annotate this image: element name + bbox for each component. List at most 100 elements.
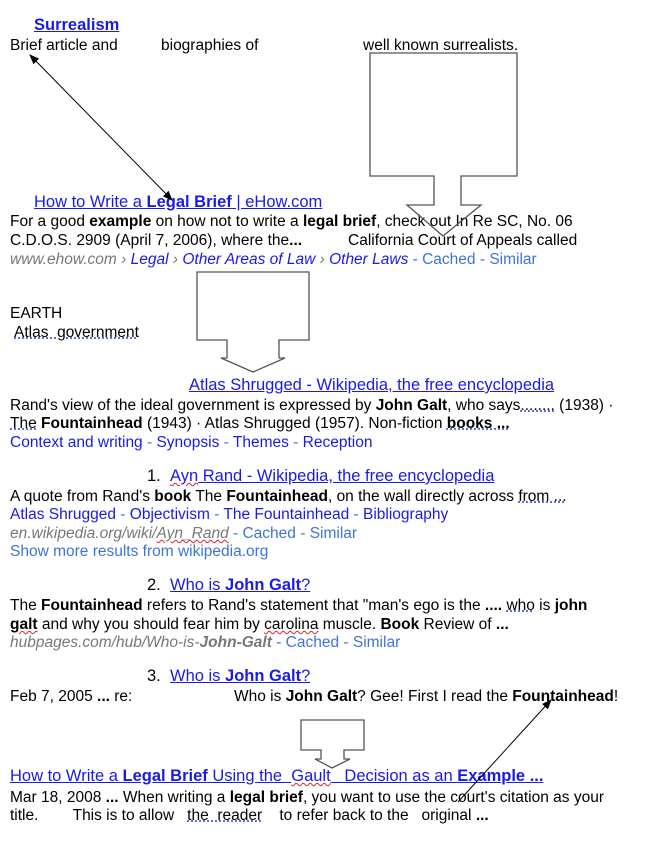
atlas-shrugged-title-link[interactable]: Atlas Shrugged - Wikipedia, the free enc… [189,376,554,394]
text-segment[interactable]: Show more results from wikipedia.org [10,543,269,560]
text-segment[interactable]: Rand - Wikipedia, the free encyclopedia [198,467,495,485]
text-segment: ... [97,688,110,705]
text-segment: , on the wall directly across [327,488,519,505]
atlas-sitelinks[interactable]: Context and writing - Synopsis - Themes … [10,434,372,452]
text-segment: ... [289,232,303,249]
text-segment: EARTH [10,305,63,322]
text-segment[interactable]: Themes [232,434,289,451]
text-segment[interactable]: - [116,506,130,523]
text-segment[interactable]: | eHow.com [231,193,323,211]
text-segment[interactable]: Ayn [170,467,199,485]
text-segment[interactable]: Using the [207,767,292,785]
text-segment[interactable]: Legal [130,251,169,268]
text-segment: carolina [264,616,319,633]
text-segment[interactable]: The Fountainhead [223,506,350,523]
text-segment[interactable]: ? [301,667,311,685]
atlas-snippet-line1: Rand's view of the ideal government is e… [10,397,613,415]
ayn-rand-title-link[interactable]: Ayn Rand - Wikipedia, the free encyclope… [170,467,494,485]
text-segment[interactable]: Decision as an [330,767,458,785]
text-segment[interactable]: Other Areas of Law [182,251,316,268]
text-segment: re: [109,688,133,705]
text-segment[interactable]: Context and writing [10,434,143,451]
text-segment: .... [484,597,503,614]
text-segment: on how not to write a [151,213,303,230]
text-segment[interactable]: Other Laws [329,251,409,268]
text-segment: book [154,488,192,505]
text-segment: ... [105,789,119,806]
text-segment[interactable]: Gault [291,767,331,785]
text-segment[interactable]: John Galt [225,576,302,594]
callout-arrow-shape-3 [300,719,365,769]
ehow-title-link[interactable]: How to Write a Legal Brief | eHow.com [34,193,322,211]
ehow-url-line[interactable]: www.ehow.com › Legal › Other Areas of La… [10,251,537,269]
hubpages-url-line[interactable]: hubpages.com/hub/Who-is-John-Galt - Cach… [10,634,400,652]
text-segment[interactable]: - [209,506,224,523]
text-segment: Fountainhead [41,597,143,614]
callout-arrow-shape-2 [196,271,310,373]
ehow-snippet-line1: For a good example on how not to write a… [10,213,573,231]
text-segment: Who is [234,688,286,705]
ayn-rand-snippet: A quote from Rand's book The Fountainhea… [10,488,567,506]
text-segment: For a good [10,213,90,230]
text-segment: When writing a [118,789,230,806]
text-segment: legal brief [302,213,377,230]
gault-snippet-line2: title. This is to allow the reader to re… [10,807,489,825]
text-segment[interactable]: Reception [302,434,373,451]
text-segment[interactable]: - Cached - Similar [408,251,537,268]
text-segment: www.ehow.com › [10,251,131,268]
text-segment[interactable]: How to Write a [10,767,123,785]
text-segment[interactable]: Synopsis [156,434,220,451]
arrow-line [457,699,552,803]
ayn-rand-url-line[interactable]: en.wikipedia.org/wiki/Ayn_Rand - Cached … [10,525,357,543]
text-segment: Feb 7, 2005 [10,688,98,705]
text-segment: books ... [446,415,510,432]
text-segment: 2. [147,576,161,594]
ayn-rand-sitelinks[interactable]: Atlas Shrugged - Objectivism - The Fount… [10,506,448,524]
text-segment: muscle. [318,616,381,633]
text-segment[interactable]: Bibliography [363,506,449,523]
text-segment: Fountainhead [226,488,328,505]
text-segment: John Galt [285,688,358,705]
text-segment[interactable]: Atlas Shrugged - Wikipedia, the free enc… [189,376,555,394]
text-segment[interactable]: John Galt [225,667,302,685]
john-galt-title-link[interactable]: Who is John Galt? [170,576,310,594]
text-segment[interactable]: Surrealism [34,16,120,34]
text-segment: › [168,251,183,268]
text-segment: Fountainhead [41,415,143,432]
show-more-results-link[interactable]: Show more results from wikipedia.org [10,543,268,561]
text-segment[interactable]: - [142,434,157,451]
text-segment[interactable]: Atlas Shrugged [10,506,116,523]
text-segment: refers to Rand's statement that "man's e… [142,597,485,614]
surrealism-title-link[interactable]: Surrealism [34,16,119,34]
text-segment: Mar 18, 2008 [10,789,106,806]
text-segment: ? Gee! First I read the [357,688,513,705]
text-segment[interactable]: Who is [170,576,226,594]
gault-title-link[interactable]: How to Write a Legal Brief Using the Gau… [10,767,543,785]
john-galt-snippet-line2: galt and why you should fear him by caro… [10,616,509,634]
text-segment[interactable]: - Cached - Similar [271,634,401,651]
text-segment[interactable]: Example ... [457,767,544,785]
text-segment[interactable]: - [219,434,233,451]
text-segment[interactable]: Legal Brief [146,193,232,211]
text-segment[interactable]: - Cached - Similar [228,525,358,542]
text-segment: John Galt [375,397,448,414]
text-segment[interactable]: ? [301,576,311,594]
text-segment: , check out In Re SC, No. 06 [376,213,573,230]
text-segment: , you want to use the court's citation a… [302,789,604,806]
text-segment: from ... [518,488,567,505]
text-segment[interactable]: - [288,434,303,451]
text-segment[interactable]: Who is [170,667,226,685]
text-segment: example [89,213,152,230]
text-segment[interactable]: Objectivism [129,506,210,523]
text-segment: ... [475,807,489,824]
text-segment: Book [380,616,420,633]
text-segment: A quote from Rand's [10,488,155,505]
text-segment: , who says [447,397,521,414]
text-segment[interactable]: Legal Brief [122,767,208,785]
text-segment[interactable]: How to Write a [34,193,147,211]
text-segment: galt [10,616,38,633]
text-segment[interactable]: - [349,506,363,523]
text-segment: title. This is to allow [10,807,188,824]
john-galt-title-link-2[interactable]: Who is John Galt? [170,667,310,685]
text-segment: Review of [419,616,496,633]
